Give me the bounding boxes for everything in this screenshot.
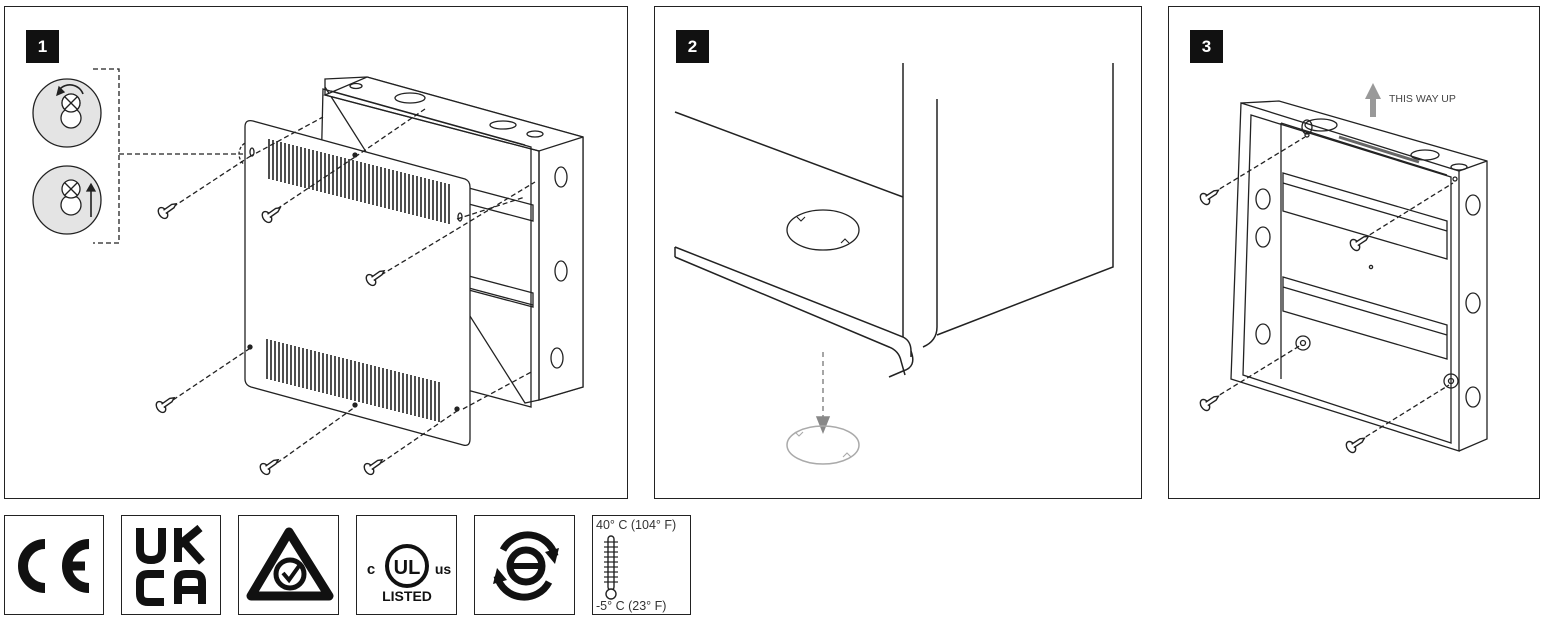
step-1-panel: 1 — [4, 6, 628, 499]
up-arrow-icon — [1365, 83, 1381, 117]
step-number-3: 3 — [1190, 30, 1223, 63]
keyhole-slide-icon — [32, 165, 102, 235]
step-3-illustration — [1199, 83, 1488, 454]
ul-listed-mark-icon: UL c us LISTED — [356, 515, 457, 615]
step-2-panel: 2 — [654, 6, 1142, 499]
thermometer-icon — [604, 535, 618, 600]
this-way-up-label: THIS WAY UP — [1389, 93, 1456, 105]
temperature-range: 40° C (104° F) -5° C (23° F) — [592, 515, 691, 615]
keyhole-rotate-icon — [32, 78, 102, 148]
step-number-1: 1 — [26, 30, 59, 63]
rcm-mark-icon — [238, 515, 339, 615]
step-number-2: 2 — [676, 30, 709, 63]
ce-mark-icon — [4, 515, 104, 615]
ul-c-text: c — [367, 561, 375, 578]
min-temperature: -5° C (23° F) — [596, 599, 667, 613]
max-temperature: 40° C (104° F) — [596, 518, 677, 532]
ul-mark-text: UL — [394, 557, 421, 579]
step-2-illustration — [674, 63, 1114, 465]
ul-listed-text: LISTED — [382, 588, 432, 604]
step-1-illustration — [32, 68, 584, 476]
china-eco-mark-icon — [474, 515, 575, 615]
ukca-mark-icon — [121, 515, 221, 615]
ul-us-text: us — [435, 561, 452, 577]
step-3-panel: 3 THIS WAY UP — [1168, 6, 1540, 499]
